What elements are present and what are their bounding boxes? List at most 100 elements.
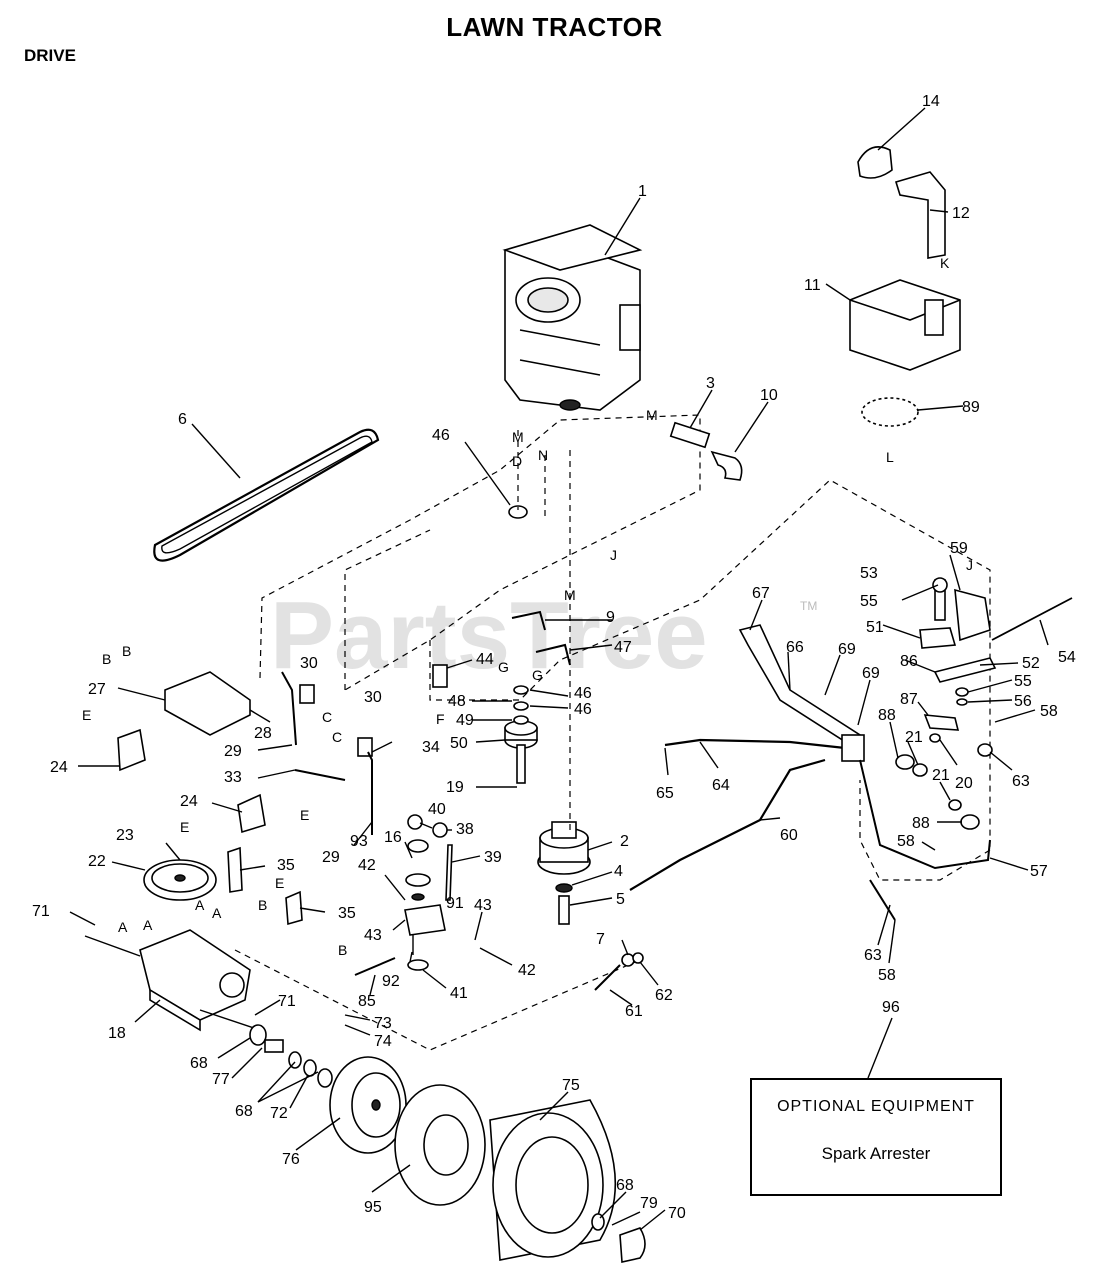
watermark-text: PartsTree — [270, 582, 708, 689]
callout-68-lower: 68 — [616, 1177, 634, 1194]
ref-letter-a-4: A — [212, 905, 222, 921]
callout-10: 10 — [760, 387, 778, 404]
part-callouts: 1 2 3 4 5 6 7 9 10 11 12 14 16 18 19 20 … — [32, 93, 1076, 1222]
callout-58-mid: 58 — [897, 833, 915, 850]
callout-72: 72 — [270, 1105, 288, 1122]
bracket-27 — [164, 671, 251, 736]
callout-46-mid: 46 — [574, 685, 592, 702]
callout-91: 91 — [446, 895, 464, 912]
ref-letter-e-3: E — [180, 819, 189, 835]
callout-21-lower: 21 — [932, 767, 950, 784]
ref-letter-m-3: M — [564, 587, 576, 603]
bushing-88-lower — [960, 814, 980, 830]
ref-letter-a-1: A — [118, 919, 128, 935]
exhaust-coupler — [669, 421, 711, 449]
rod-29-upper — [281, 671, 297, 746]
callout-70: 70 — [668, 1205, 686, 1222]
callout-47: 47 — [614, 639, 632, 656]
bracket-30-right — [357, 737, 373, 757]
nut-7 — [621, 953, 635, 967]
callout-21-upper: 21 — [905, 729, 923, 746]
washer-63 — [977, 743, 993, 757]
bracket-35-right — [285, 890, 303, 926]
callout-48: 48 — [448, 693, 466, 710]
ref-letter-j-1: J — [610, 547, 617, 563]
callout-69-upper: 69 — [838, 641, 856, 658]
callout-19: 19 — [446, 779, 464, 796]
callout-93: 93 — [350, 833, 368, 850]
callout-55-right: 55 — [1014, 673, 1032, 690]
callout-2: 2 — [620, 833, 629, 850]
callout-95: 95 — [364, 1199, 382, 1216]
callout-33: 33 — [224, 769, 242, 786]
callout-29-upper: 29 — [224, 743, 242, 760]
rear-tire — [394, 1084, 486, 1206]
callout-64: 64 — [712, 777, 730, 794]
ref-letter-g-2: G — [532, 667, 543, 683]
ref-letter-b-3: B — [258, 897, 267, 913]
washer-21-lower — [948, 799, 962, 811]
ref-letter-m-2: M — [646, 407, 658, 423]
callout-18: 18 — [108, 1025, 126, 1042]
washer-56 — [956, 698, 968, 706]
callout-55-left: 55 — [860, 593, 878, 610]
callout-71-left: 71 — [32, 903, 50, 920]
optional-equipment-item: Spark Arrester — [821, 1144, 931, 1163]
callout-35-lower: 35 — [338, 905, 356, 922]
callout-11: 11 — [804, 277, 821, 294]
ref-letter-b-4: B — [338, 942, 347, 958]
callout-85: 85 — [358, 993, 376, 1010]
callout-49: 49 — [456, 712, 474, 729]
callout-12: 12 — [952, 205, 970, 222]
rod-54 — [991, 597, 1073, 641]
bracket-30-left — [299, 684, 315, 704]
rod-33 — [294, 769, 346, 781]
rod-34 — [367, 751, 373, 835]
optional-equipment-box: OPTIONAL EQUIPMENT Spark Arrester — [750, 1078, 1002, 1196]
callout-89: 89 — [962, 399, 980, 416]
callout-60: 60 — [780, 827, 798, 844]
ref-letter-e-1: E — [82, 707, 91, 723]
rod-9 — [511, 610, 546, 631]
callout-77: 77 — [212, 1071, 230, 1088]
trademark-mark: TM — [800, 599, 817, 613]
callout-27: 27 — [88, 681, 106, 698]
callout-88-upper: 88 — [878, 707, 896, 724]
exhaust-elbow — [710, 450, 743, 481]
callout-39: 39 — [484, 849, 502, 866]
washer-68-upper — [249, 1024, 267, 1046]
callout-20: 20 — [955, 775, 973, 792]
callout-75: 75 — [562, 1077, 580, 1094]
frame-outline — [234, 414, 991, 1051]
transmission-pulley — [143, 859, 217, 901]
ref-letter-b-1: B — [102, 651, 111, 667]
rod-64 — [664, 738, 846, 750]
pipe-clamp — [857, 146, 893, 179]
callout-57: 57 — [1030, 863, 1048, 880]
callout-51: 51 — [866, 619, 884, 636]
callout-40: 40 — [428, 801, 446, 818]
ref-letter-a-2: A — [143, 917, 153, 933]
callout-28: 28 — [254, 725, 272, 742]
callout-38: 38 — [456, 821, 474, 838]
callout-96: 96 — [882, 999, 900, 1016]
callout-92: 92 — [382, 973, 400, 990]
knob-51 — [919, 627, 957, 649]
bracket-44 — [432, 664, 448, 688]
callout-50: 50 — [450, 735, 468, 752]
transaxle — [84, 929, 261, 1032]
washer-21 — [912, 763, 928, 777]
exhaust-pipe — [894, 171, 946, 259]
ref-letter-n: N — [538, 447, 548, 463]
callout-14: 14 — [922, 93, 940, 110]
ref-letter-e-2: E — [300, 807, 309, 823]
callout-30-left: 30 — [300, 655, 318, 672]
callout-16: 16 — [384, 829, 402, 846]
bracket-59 — [954, 588, 991, 642]
leader-lines — [69, 107, 1049, 1231]
rod-57 — [859, 759, 991, 870]
washer-46-top — [508, 505, 528, 519]
callout-65: 65 — [656, 785, 674, 802]
ref-letter-a-3: A — [195, 897, 205, 913]
